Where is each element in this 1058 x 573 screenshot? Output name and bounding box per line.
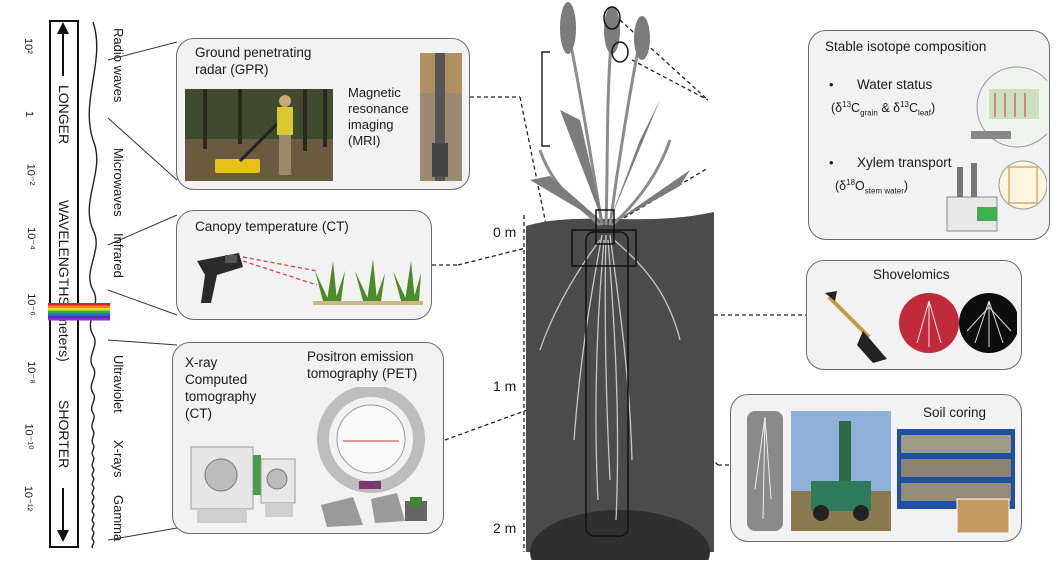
- canopy-title: Canopy temperature (CT): [195, 219, 349, 234]
- mri-label-line1: Magnetic: [348, 85, 401, 100]
- depth-1m-label: 1 m: [493, 378, 517, 394]
- depth-2m-label: 2 m: [493, 520, 517, 536]
- wavelength-arrows: [57, 22, 69, 542]
- soil-samples-tray-photo: [897, 429, 1015, 533]
- mri-label-line4: (MRI): [348, 133, 381, 148]
- gpr-title-line1: Ground penetrating: [195, 45, 312, 60]
- canopy-temperature-panel: Canopy temperature (CT): [176, 210, 432, 320]
- wave-icon: [88, 21, 98, 549]
- visible-spectrum-rainbow: [48, 303, 110, 321]
- soil-coring-title: Soil coring: [923, 405, 987, 420]
- bullet-icon: •: [829, 77, 834, 92]
- infrared-thermometer-icon: [197, 253, 423, 305]
- coring-rig-photo: [791, 411, 891, 531]
- mri-label-line2: resonance: [348, 101, 409, 116]
- shovelomics-panel: Shovelomics: [806, 260, 1022, 370]
- xray-pet-panel: X-ray Computed tomography (CT) Positron …: [172, 342, 444, 534]
- water-status-label: Water status: [857, 77, 933, 92]
- water-status-formula: (δ13Cgrain & δ13Cleaf): [831, 100, 936, 118]
- isotope-title: Stable isotope composition: [825, 39, 987, 54]
- wavelength-bar: [49, 20, 79, 548]
- soil-coring-panel: Soil coring: [730, 394, 1022, 542]
- bullet-icon: •: [829, 155, 834, 170]
- xylem-transport-formula: (δ18Ostem water): [835, 178, 909, 196]
- pet-label-line1: Positron emission: [307, 349, 414, 364]
- shovelomics-title: Shovelomics: [873, 267, 950, 282]
- xray-ct-machine-image: [190, 446, 296, 523]
- wheat-plant-illustration: [526, 2, 714, 560]
- xylem-transport-label: Xylem transport: [857, 155, 952, 170]
- gpr-photo: [185, 89, 333, 181]
- mass-spectrometer-image: [946, 160, 1047, 232]
- xray-label-line4: (CT): [185, 406, 212, 421]
- stable-isotope-panel: Stable isotope composition • Water statu…: [808, 30, 1050, 240]
- depth-0m-label: 0 m: [493, 224, 517, 240]
- xray-label-line3: tomography: [185, 389, 257, 404]
- mri-photo: [420, 53, 462, 181]
- gpr-title-line2: radar (GPR): [195, 62, 269, 77]
- mri-label-line3: imaging: [348, 117, 394, 132]
- pet-scanner-image: [317, 387, 427, 527]
- soil-core-image: [747, 411, 783, 531]
- gpr-mri-panel: Ground penetrating radar (GPR) Magnetic …: [176, 38, 470, 190]
- xray-label-line1: X-ray: [185, 355, 218, 370]
- shovel-icon: [825, 291, 1017, 363]
- xray-label-line2: Computed: [185, 372, 248, 387]
- leaf-cross-section-image: [971, 66, 1047, 148]
- pet-label-line2: tomography (PET): [307, 366, 418, 381]
